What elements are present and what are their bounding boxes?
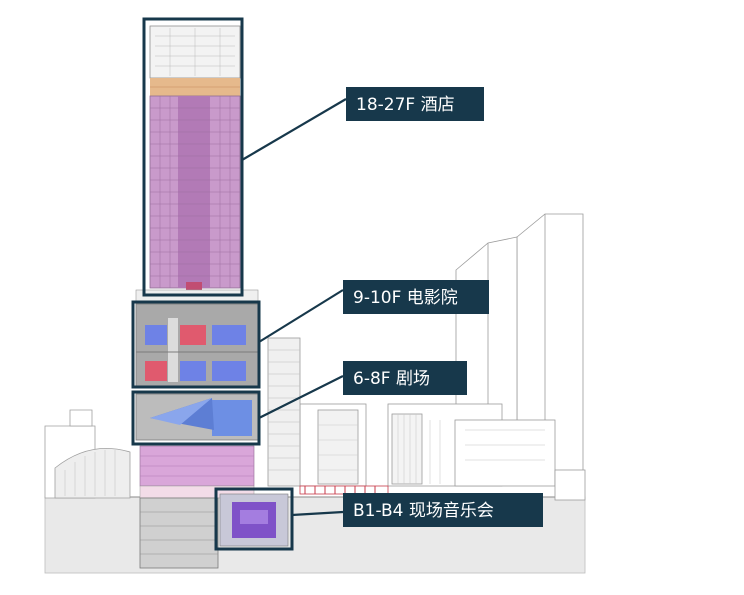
label-theatre: 6-8F 剧场 <box>343 361 467 395</box>
left-buildings <box>44 409 131 499</box>
theatre-leader <box>258 375 344 419</box>
label-hotel: 18-27F 酒店 <box>346 87 484 121</box>
main-tower <box>135 25 289 569</box>
label-cinema-text: 9-10F 电影院 <box>353 288 458 308</box>
label-hotel-text: 18-27F 酒店 <box>356 95 455 115</box>
hotel-leader <box>241 98 347 161</box>
leader-lines <box>241 98 347 517</box>
cinema-frame <box>131 300 261 389</box>
label-theatre-text: 6-8F 剧场 <box>353 369 430 389</box>
hotel-frame <box>142 17 244 297</box>
neighbor-buildings <box>267 213 586 501</box>
cinema-leader <box>258 289 344 343</box>
theatre-hall <box>150 398 252 436</box>
street-plaza <box>299 485 389 495</box>
label-concert: B1-B4 现场音乐会 <box>343 493 543 527</box>
label-cinema: 9-10F 电影院 <box>343 280 489 314</box>
cinema-screens <box>136 318 258 382</box>
label-concert-text: B1-B4 现场音乐会 <box>353 501 494 521</box>
concert-frame <box>214 487 294 551</box>
concert-leader <box>291 510 344 517</box>
